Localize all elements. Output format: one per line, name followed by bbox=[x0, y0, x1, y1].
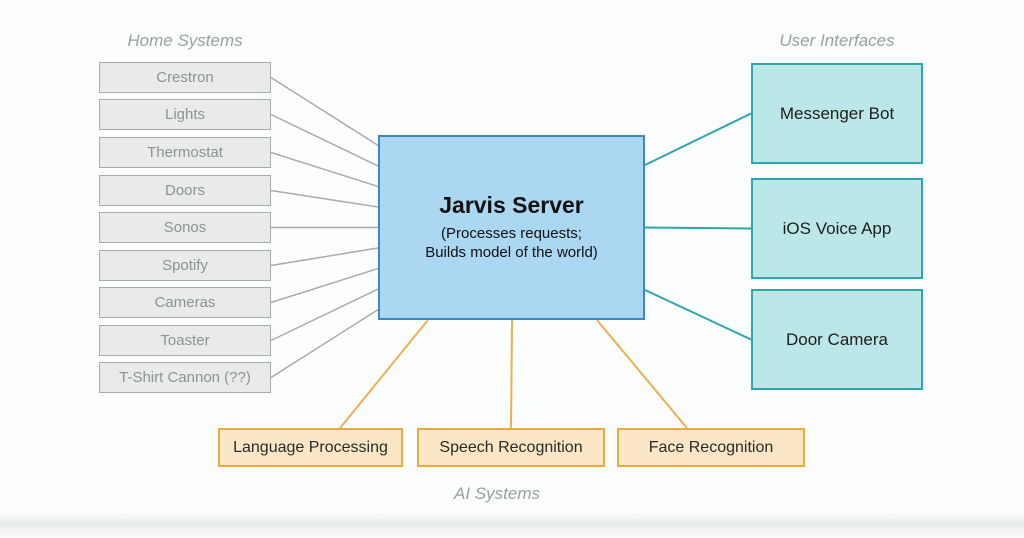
node-lights: Lights bbox=[99, 99, 271, 130]
group-title-user-interfaces: User Interfaces bbox=[779, 31, 895, 50]
node-sonos: Sonos bbox=[99, 212, 271, 243]
node-ios-voice-app: iOS Voice App bbox=[751, 178, 923, 279]
node-t-shirt-cannon: T-Shirt Cannon (??) bbox=[99, 362, 271, 393]
node-spotify: Spotify bbox=[99, 250, 271, 281]
server-subtitle-line1: (Processes requests; bbox=[441, 225, 582, 243]
node-language-processing: Language Processing bbox=[218, 428, 403, 467]
group-title-home-systems: Home Systems bbox=[127, 31, 243, 50]
node-toaster: Toaster bbox=[99, 325, 271, 356]
node-thermostat: Thermostat bbox=[99, 137, 271, 168]
node-face-recognition: Face Recognition bbox=[617, 428, 805, 467]
node-jarvis-server: Jarvis Server (Processes requests; Build… bbox=[378, 135, 645, 320]
node-door-camera: Door Camera bbox=[751, 289, 923, 390]
node-doors: Doors bbox=[99, 175, 271, 206]
node-messenger-bot: Messenger Bot bbox=[751, 63, 923, 164]
server-title: Jarvis Server bbox=[439, 192, 584, 219]
node-crestron: Crestron bbox=[99, 62, 271, 93]
node-cameras: Cameras bbox=[99, 287, 271, 318]
server-subtitle-line2: Builds model of the world) bbox=[425, 244, 598, 261]
node-speech-recognition: Speech Recognition bbox=[417, 428, 605, 467]
slide-edge-shadow bbox=[0, 512, 1024, 538]
group-title-ai-systems: AI Systems bbox=[454, 484, 540, 503]
